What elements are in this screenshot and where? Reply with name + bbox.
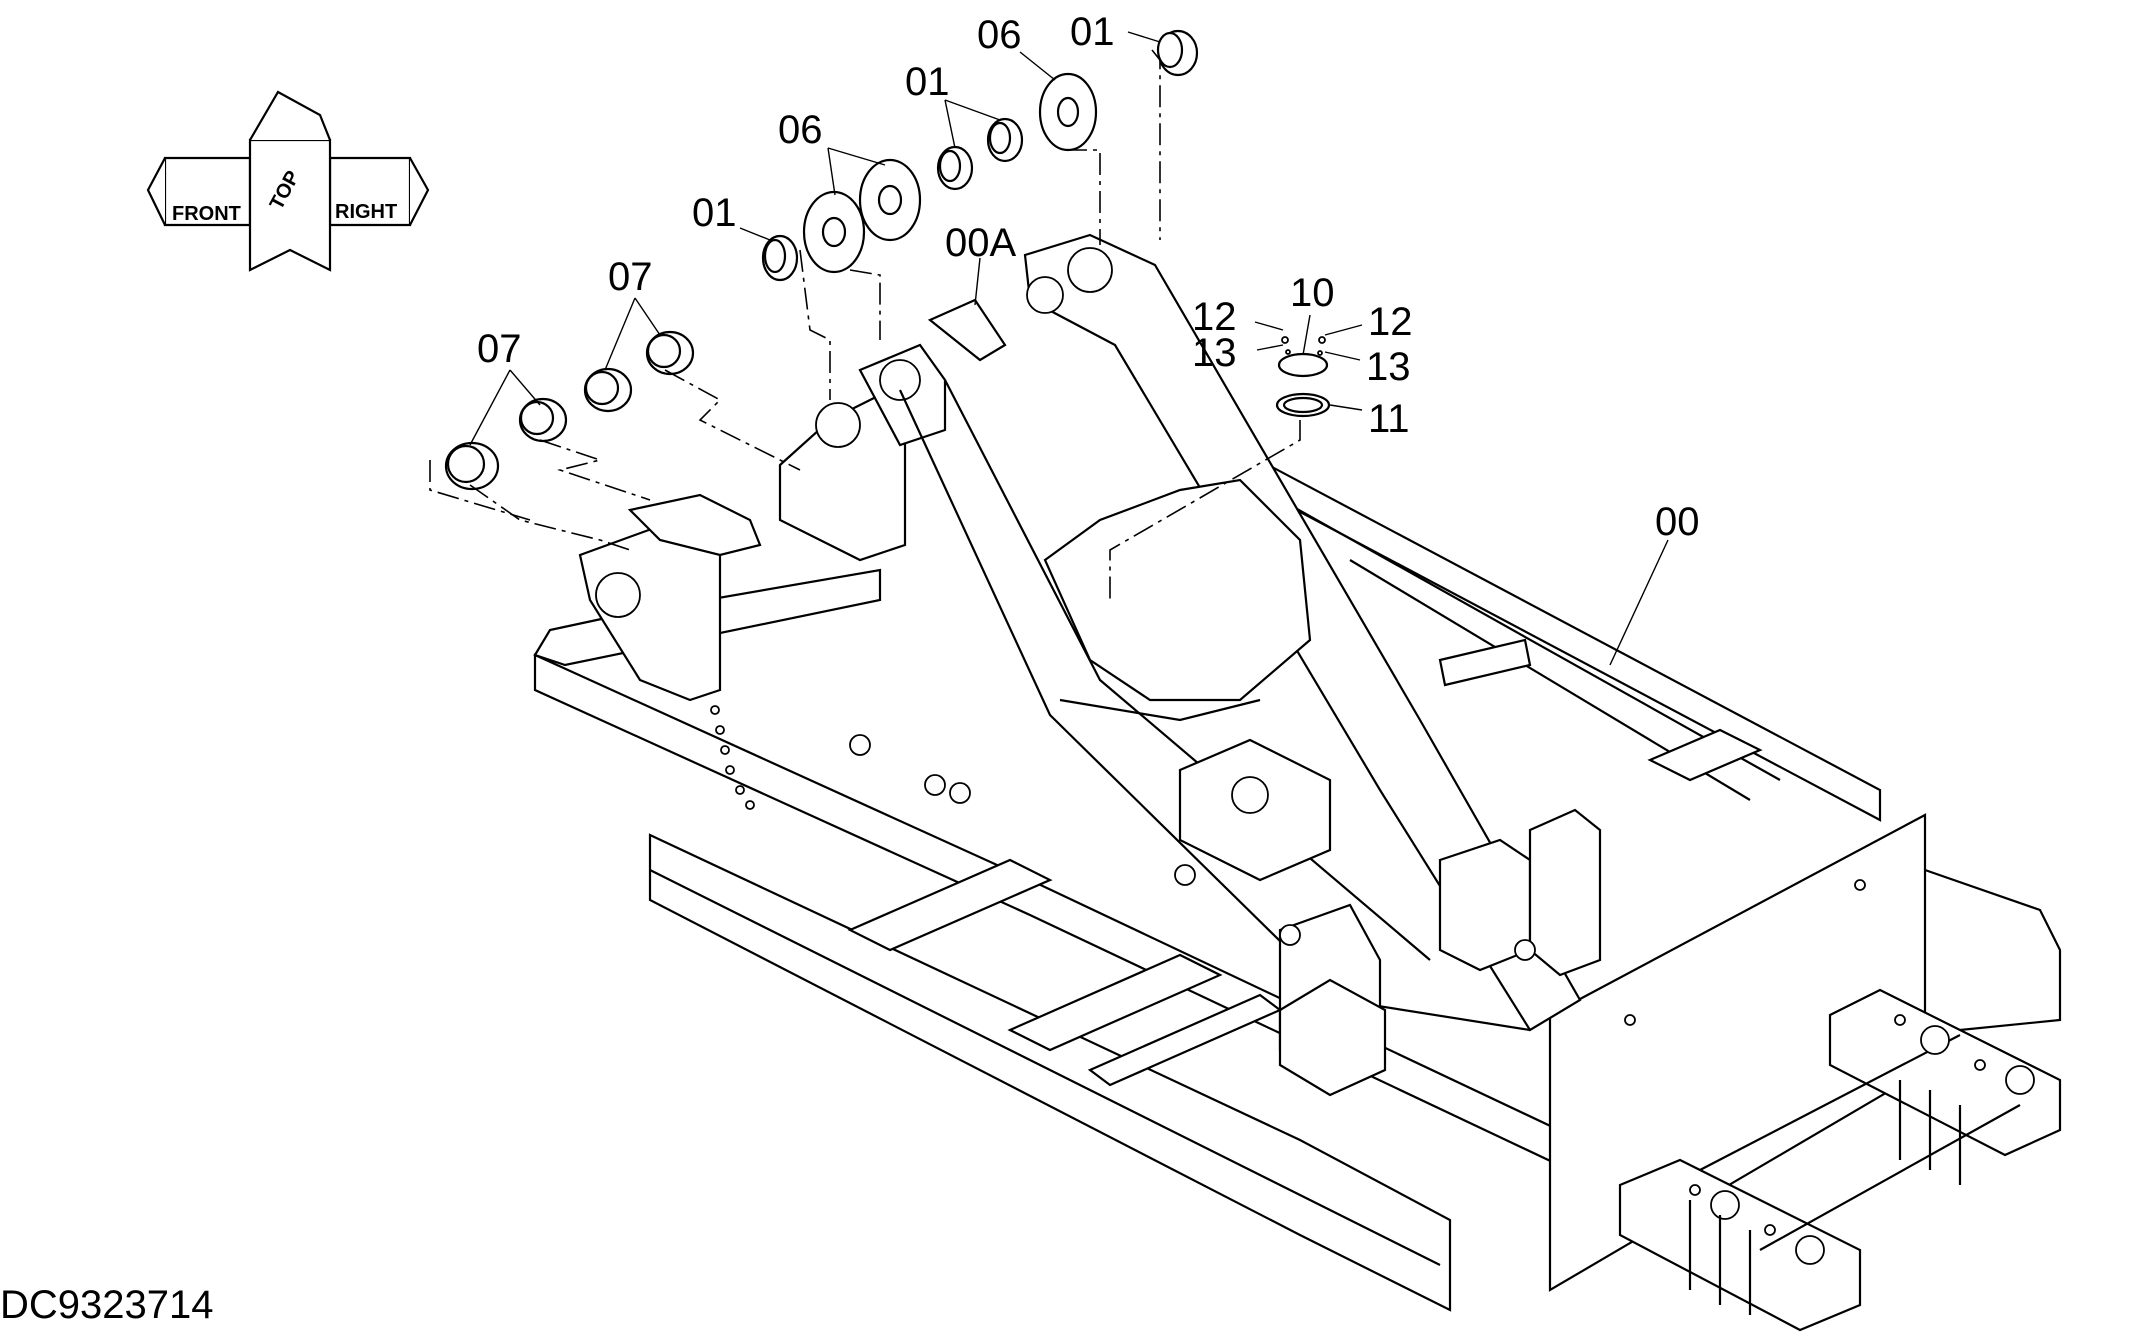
rail-holes	[710, 705, 1536, 961]
callout-07-lower: 07	[477, 327, 522, 371]
callout-07-upper: 07	[608, 255, 653, 299]
callout-11: 11	[1368, 397, 1410, 441]
leader-lines	[469, 31, 1669, 666]
callout-01-top: 01	[1070, 10, 1115, 54]
bushing-01-left	[761, 234, 799, 282]
assembly-lines	[429, 49, 1301, 600]
right-label: RIGHT	[335, 201, 397, 223]
bushing-01-mid	[936, 117, 1024, 191]
front-label: FRONT	[172, 203, 241, 225]
callout-12-right: 12	[1368, 300, 1413, 344]
callout-00A: 00A	[945, 221, 1016, 265]
callout-00: 00	[1655, 500, 1700, 544]
drawing-id: DC9323714	[0, 1283, 214, 1327]
bushing-07-lower	[444, 397, 568, 491]
callout-06-mid: 06	[778, 108, 823, 152]
callout-13-left: 13	[1192, 331, 1237, 375]
top-arrow-head	[249, 90, 332, 141]
exploded-parts	[444, 29, 1331, 491]
front-arrow-head	[146, 157, 166, 226]
callout-06-top: 06	[977, 13, 1022, 57]
bushing-07-upper	[583, 330, 695, 413]
right-arrow-head	[409, 157, 430, 226]
washer-06-top	[1038, 72, 1098, 152]
center-rib	[1043, 478, 1312, 702]
callout-12-left: 12	[1192, 295, 1237, 339]
cover-10	[1277, 336, 1329, 378]
callout-10: 10	[1290, 271, 1335, 315]
orientation-arrows-icon: FRONT TOP RIGHT	[146, 90, 430, 272]
top-arrow-body	[248, 138, 332, 272]
lower-box	[1278, 978, 1387, 1097]
bushing-01-top	[1156, 29, 1199, 77]
seal-11	[1275, 392, 1331, 418]
callout-labels: 01 06 01 06 01 00A 07 07 12 10 12 13 13 …	[477, 10, 1700, 544]
rear-bracket	[1618, 988, 2062, 1332]
washer-06-mid	[802, 158, 922, 274]
callout-01-mid: 01	[905, 60, 950, 104]
shaft-00A	[927, 298, 1007, 362]
main-frame	[533, 233, 2062, 1332]
left-lower-rail	[648, 833, 1452, 1312]
callout-01-left: 01	[692, 191, 737, 235]
callout-13-right: 13	[1366, 345, 1411, 389]
